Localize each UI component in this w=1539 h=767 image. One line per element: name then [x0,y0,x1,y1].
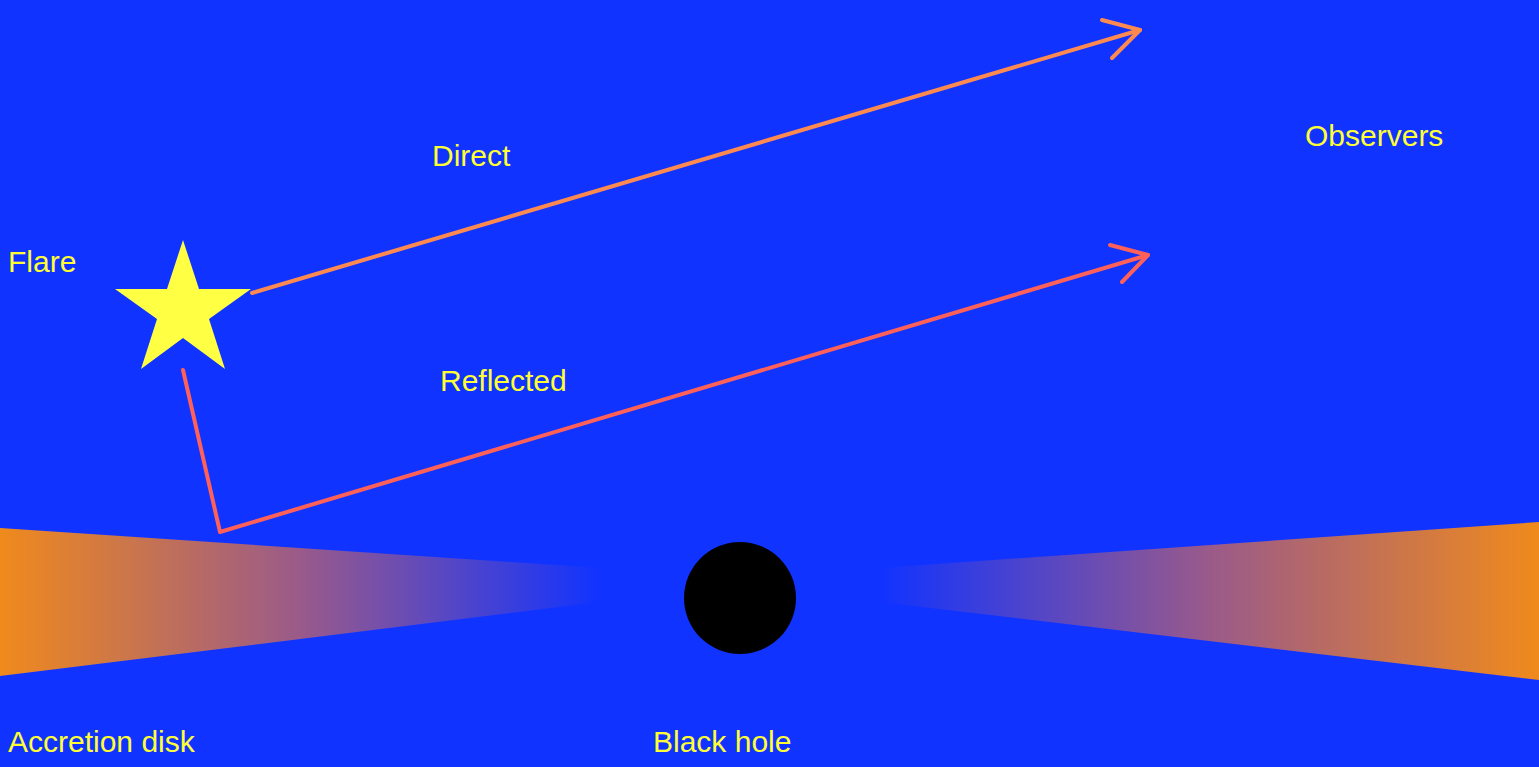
flare-star [115,240,251,369]
disk-label: Accretion disk [8,724,195,760]
direct-ray [252,20,1140,293]
black-hole [684,542,796,654]
ray-label: Reflected [440,363,567,399]
ray-label: Direct [432,138,510,174]
accretion-disk-left [0,528,600,676]
black-hole-label: Black hole [653,724,791,760]
observer-label: Observers [1305,118,1443,154]
reflected-ray [183,245,1148,532]
flare-label: Flare [8,244,76,280]
accretion-disk-right [880,522,1539,680]
